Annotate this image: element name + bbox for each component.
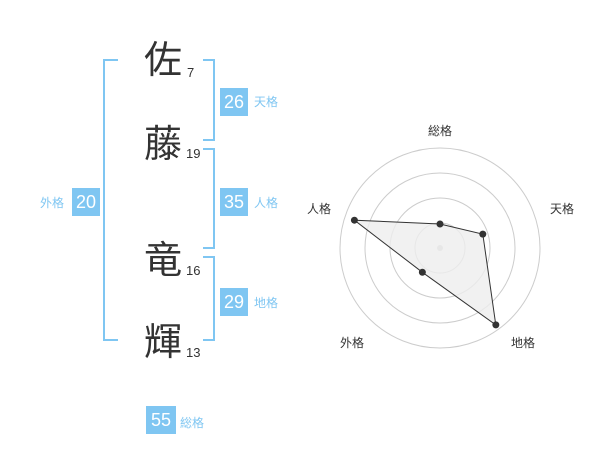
radar-point-4 (350, 216, 358, 224)
name-char-1: 佐 (143, 38, 182, 82)
stroke-count-3: 16 (186, 263, 201, 278)
radar-point-1 (479, 230, 487, 238)
radar-axis-label-chikaku: 地格 (511, 336, 536, 350)
radar-point-0 (436, 220, 444, 228)
radar-axis-label-gaikaku: 外格 (340, 336, 365, 350)
stroke-count-1: 7 (187, 65, 195, 80)
name-char-4: 輝 (143, 320, 182, 364)
chikaku-score: 29 (220, 288, 248, 316)
jinkaku-score: 35 (220, 188, 248, 216)
gaikaku-label: 外格 (40, 196, 65, 210)
radar-axis-label-tenkaku: 天格 (550, 202, 575, 216)
jinkaku-label: 人格 (254, 196, 279, 210)
soukaku-score: 55 (146, 406, 176, 434)
stroke-count-2: 19 (186, 146, 201, 161)
tenkaku-bracket (203, 59, 215, 141)
radar-point-2 (492, 321, 500, 329)
name-char-3: 竜 (143, 238, 182, 282)
chikaku-bracket (203, 256, 215, 341)
radar-axis-label-soukaku: 総格 (428, 124, 453, 138)
radar-point-3 (418, 268, 426, 276)
jinkaku-bracket (203, 148, 215, 249)
chikaku-label: 地格 (254, 296, 279, 310)
tenkaku-score: 26 (220, 88, 248, 116)
gaikaku-bracket (103, 59, 118, 341)
tenkaku-label: 天格 (254, 95, 279, 109)
stroke-count-4: 13 (186, 345, 201, 360)
radar-axis-label-jinkaku: 人格 (307, 202, 332, 216)
gaikaku-score: 20 (72, 188, 100, 216)
soukaku-label: 総格 (180, 416, 205, 430)
name-char-2: 藤 (143, 122, 182, 166)
radar-ring (339, 147, 541, 349)
radar-ring (364, 172, 516, 324)
